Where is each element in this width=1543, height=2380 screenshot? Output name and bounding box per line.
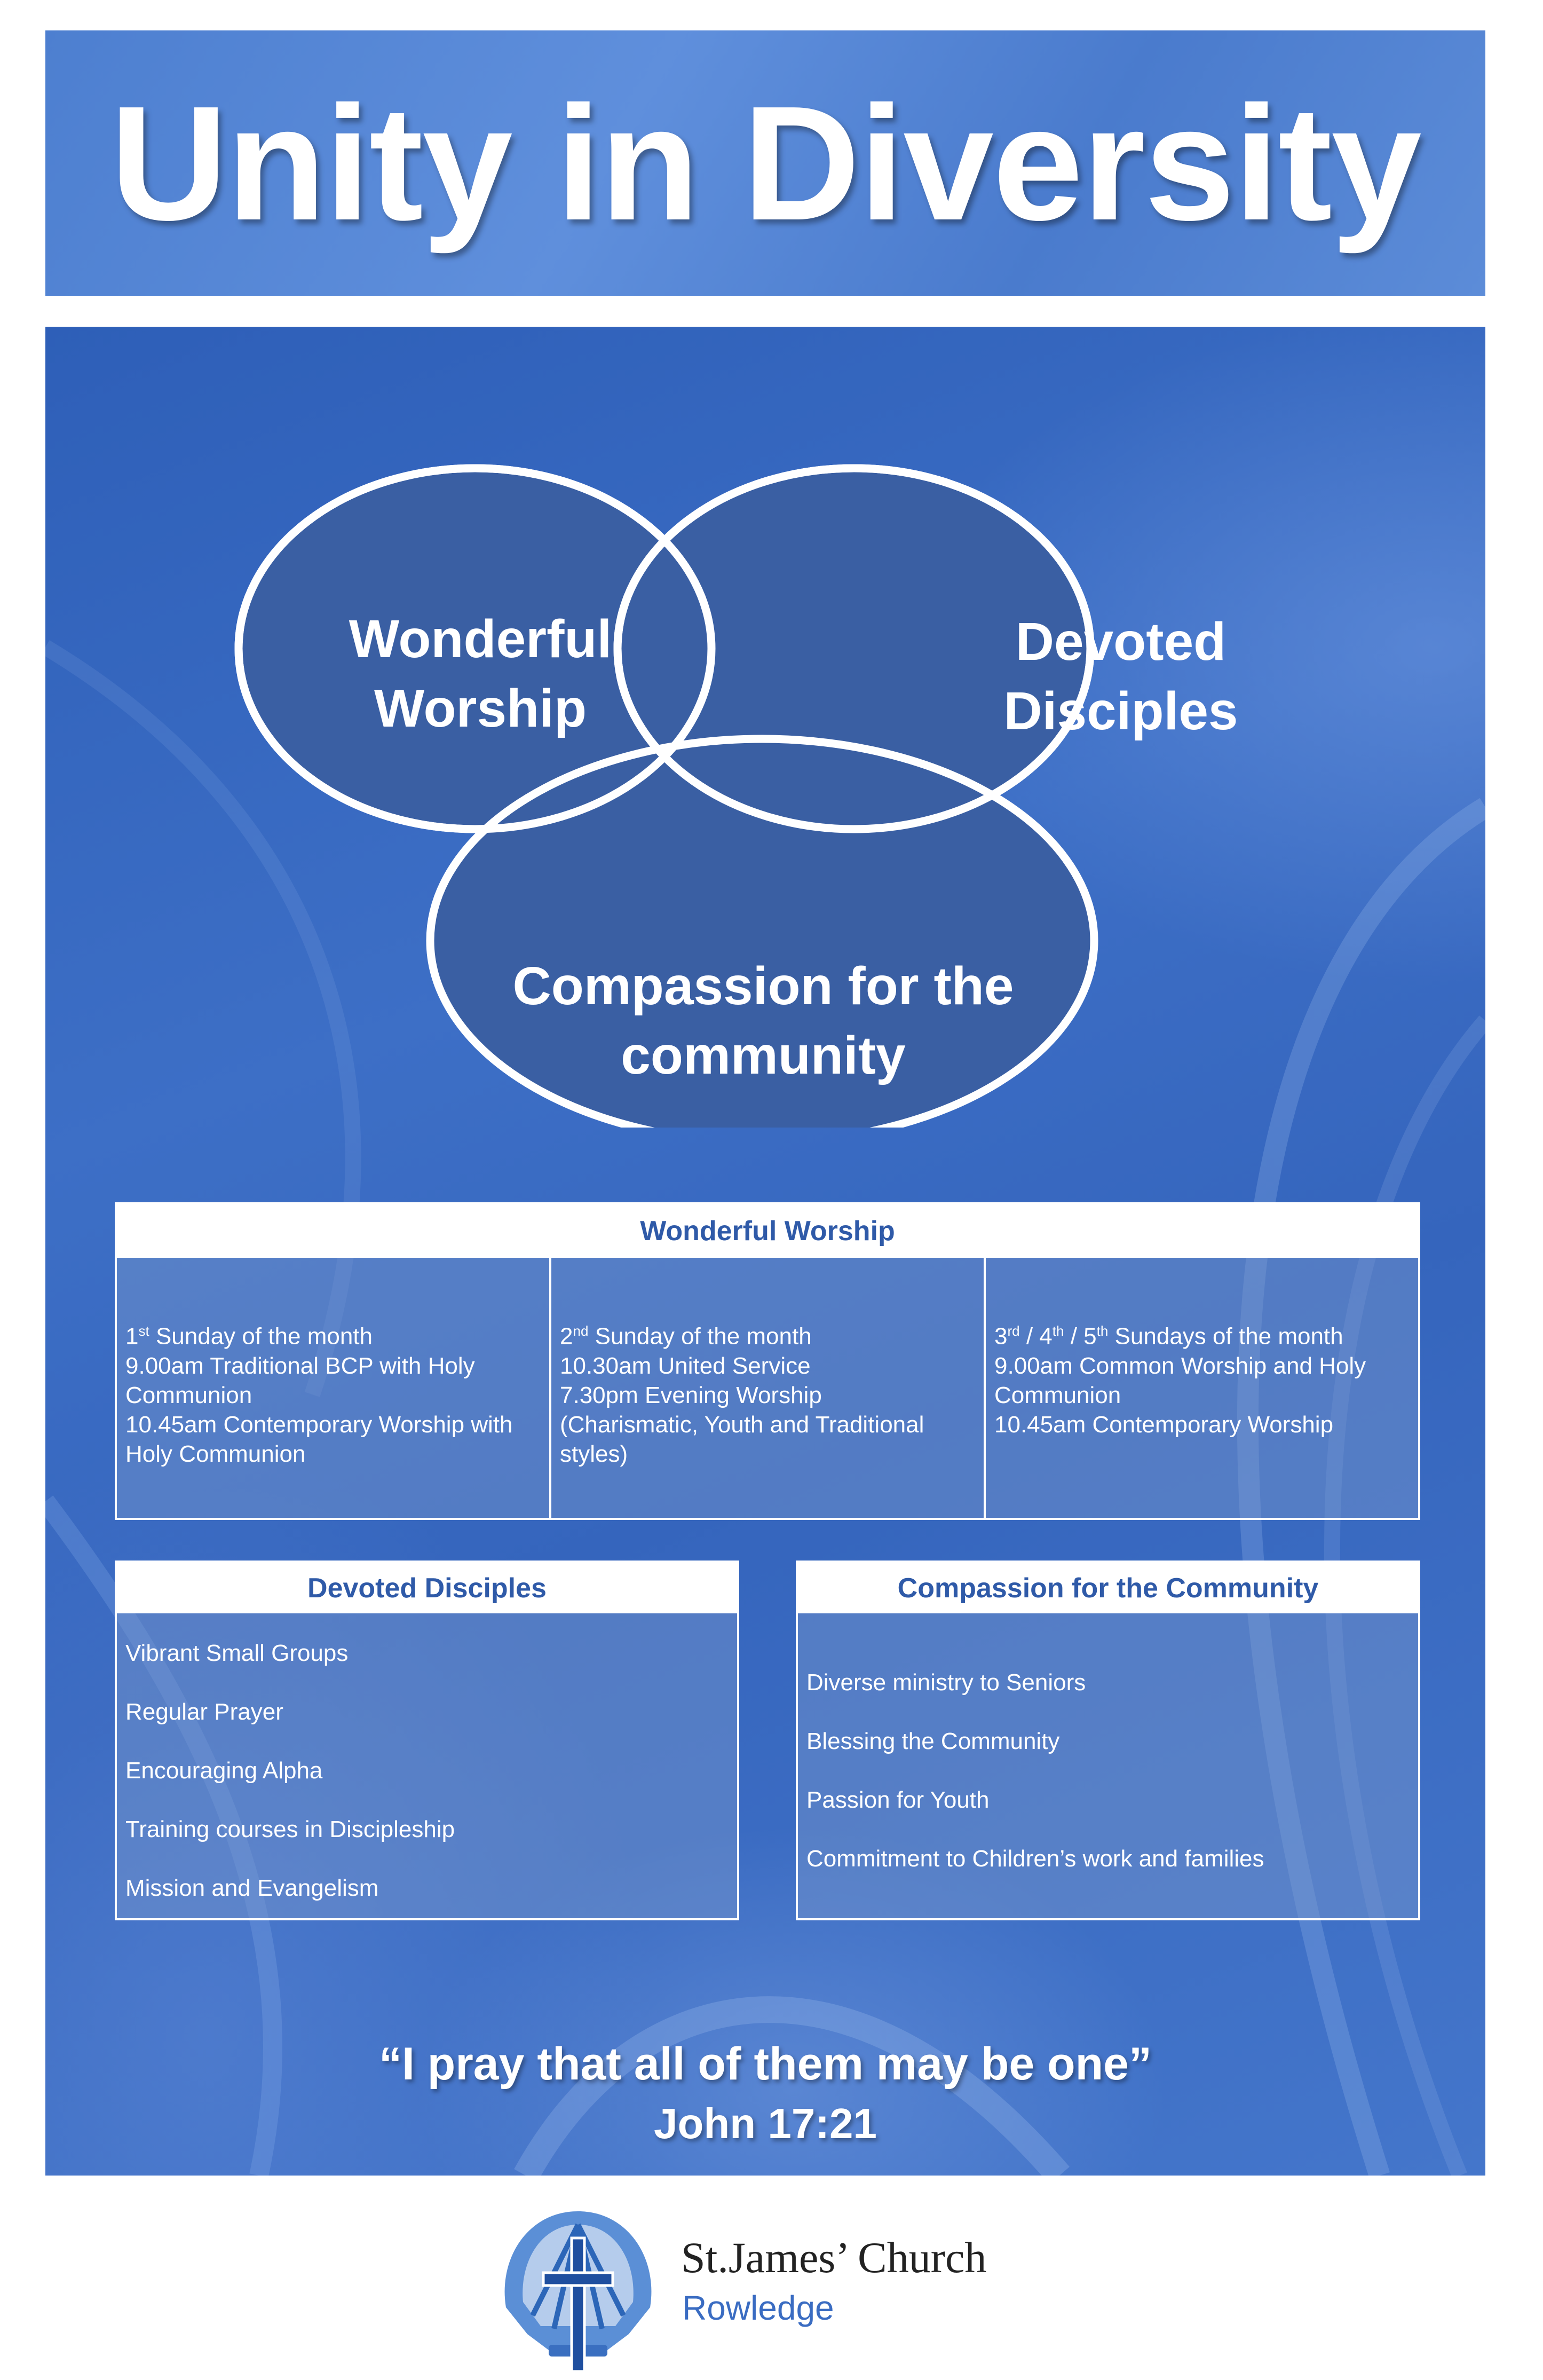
list-item: Passion for Youth (806, 1787, 990, 1813)
disciples-box: Devoted Disciples Vibrant Small Groups R… (115, 1561, 739, 1920)
list-item: Commitment to Children’s work and famili… (806, 1846, 1264, 1872)
community-box: Compassion for the Community Diverse min… (796, 1561, 1420, 1920)
list-item: Training courses in Discipleship (125, 1816, 455, 1842)
venn-circle-community (426, 735, 1098, 1128)
list-item: Regular Prayer (125, 1699, 283, 1725)
worship-day-1: 1st Sunday of the month (125, 1323, 373, 1350)
worship-day-2: 2nd Sunday of the month (560, 1323, 812, 1350)
church-name: St.James’ Church (681, 2233, 987, 2282)
bible-reference: John 17:21 (654, 2100, 877, 2147)
page-title: Unity in Diversity (110, 72, 1422, 254)
venn-diagram (234, 464, 1098, 1128)
list-item: Encouraging Alpha (125, 1758, 323, 1784)
list-item: Blessing the Community (806, 1728, 1060, 1754)
church-logo-icon (504, 2211, 652, 2371)
worship-day-3: 3rd / 4th / 5th Sundays of the month (994, 1323, 1343, 1350)
title-banner: Unity in Diversity (45, 30, 1485, 296)
disciples-heading: Devoted Disciples (117, 1563, 737, 1613)
worship-column-2: 2nd Sunday of the month 10.30am United S… (551, 1258, 986, 1518)
worship-column-3: 3rd / 4th / 5th Sundays of the month 9.0… (986, 1258, 1418, 1518)
community-heading: Compassion for the Community (798, 1563, 1418, 1613)
bible-quote: “I pray that all of them may be one” (379, 2038, 1152, 2090)
worship-column-1: 1st Sunday of the month 9.00am Tradition… (117, 1258, 551, 1518)
church-location: Rowledge (682, 2289, 834, 2327)
list-item: Mission and Evangelism (125, 1875, 379, 1901)
list-item: Diverse ministry to Seniors (806, 1669, 1086, 1696)
worship-heading: Wonderful Worship (117, 1204, 1418, 1258)
list-item: Vibrant Small Groups (125, 1640, 349, 1666)
background-swirl (45, 640, 1485, 2176)
worship-table: Wonderful Worship 1st Sunday of the mont… (115, 1202, 1420, 1520)
